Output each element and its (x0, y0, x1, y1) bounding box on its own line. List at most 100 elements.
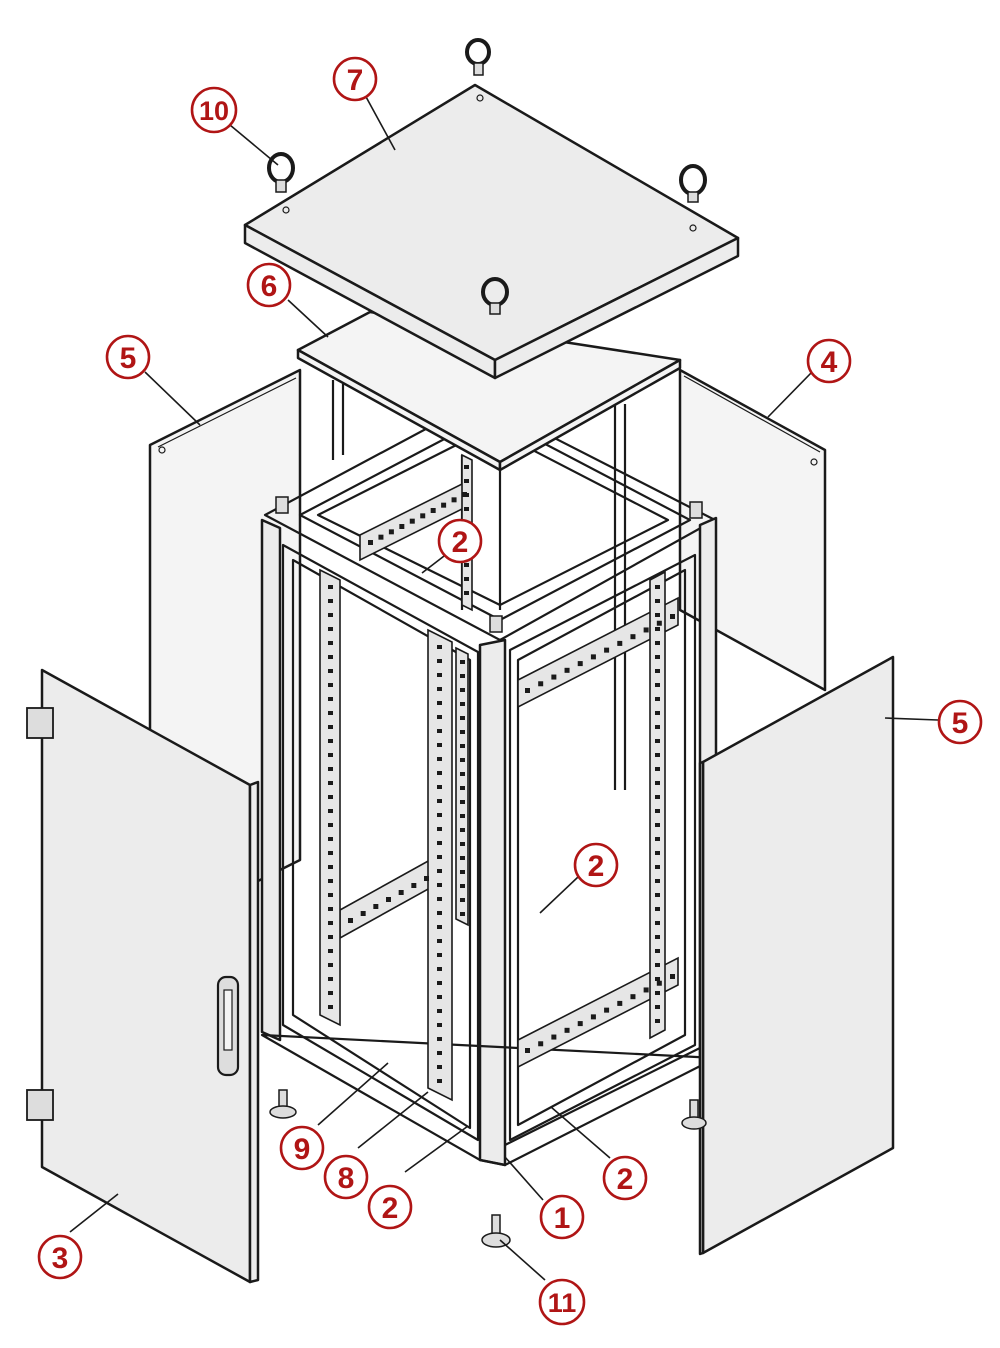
callout-11-label: 11 (548, 1288, 577, 1318)
rail-slot (655, 669, 660, 673)
rail-slot (437, 1065, 442, 1069)
callout-3-label: 3 (52, 1242, 69, 1275)
rail-slot (460, 660, 465, 664)
rail-slot (437, 897, 442, 901)
rail-slot (328, 795, 333, 799)
rail-slot (460, 814, 465, 818)
rail-slot (328, 851, 333, 855)
rail-slot (437, 841, 442, 845)
rail-slot (464, 577, 469, 581)
rail-slot (437, 687, 442, 691)
rail-slot (655, 977, 660, 981)
callout-3: 3 (37, 1234, 83, 1280)
rail-slot (655, 949, 660, 953)
rail-slot (437, 1023, 442, 1027)
leader-lines (69, 94, 939, 1281)
rail-slot (437, 953, 442, 957)
rail-slot (437, 1009, 442, 1013)
rail-slot (437, 715, 442, 719)
rail-slot (655, 893, 660, 897)
rail-slot (464, 507, 469, 511)
rail-slot (460, 730, 465, 734)
rail-slot (437, 855, 442, 859)
callout-5a: 5 (105, 334, 151, 380)
rail-slot (464, 479, 469, 483)
rail-slot (630, 634, 636, 640)
rail-slot (655, 851, 660, 855)
rail-slot (655, 991, 660, 995)
rail-slot (655, 613, 660, 617)
rail-slot (437, 939, 442, 943)
rail-slot (437, 785, 442, 789)
rail-slot (328, 781, 333, 785)
rail-slot (437, 1079, 442, 1083)
rail-slot (604, 1007, 610, 1013)
rail-slot (328, 837, 333, 841)
leveling-foot-icon (481, 1214, 511, 1248)
rail-slot (577, 1021, 583, 1027)
rail-slot (590, 654, 596, 660)
rail-slot (460, 688, 465, 692)
rail-slot (525, 688, 530, 693)
callout-4-label: 4 (821, 346, 838, 379)
rail-slot (655, 865, 660, 869)
frame-corner-caps (275, 496, 703, 633)
rail-slot (328, 823, 333, 827)
rail-slot (460, 828, 465, 832)
eye-bolts (267, 38, 707, 315)
callout-2d: 2 (367, 1184, 413, 1230)
rail-slot (655, 725, 660, 729)
rail-slot (328, 725, 333, 729)
rail-slot (655, 1019, 660, 1023)
rail-slot (437, 925, 442, 929)
rail-slot (670, 614, 675, 619)
rail-slot (604, 647, 610, 653)
rail-slot (655, 823, 660, 827)
rail-slot (655, 963, 660, 967)
callout-2c: 2 (602, 1155, 648, 1201)
rail-slot (437, 673, 442, 677)
rail-slot (643, 987, 649, 993)
rail-slot (328, 627, 333, 631)
rail-slot (655, 1005, 660, 1009)
rail-slot (328, 963, 333, 967)
rail-slot (411, 883, 417, 888)
rail-slot (328, 711, 333, 715)
rail-slot (460, 800, 465, 804)
rail-slot (656, 980, 662, 986)
callout-8-label: 8 (338, 1162, 355, 1195)
rail-slot (437, 813, 442, 817)
rail-slot (437, 869, 442, 873)
rail-slot (670, 974, 675, 979)
rail-slot (328, 935, 333, 939)
rail-slot (441, 502, 447, 508)
rail-slot (328, 865, 333, 869)
rail-slot (655, 837, 660, 841)
rail-slot (525, 1048, 530, 1053)
rail-slot (451, 497, 457, 503)
rail-slot (551, 1034, 557, 1040)
callout-6: 6 (246, 262, 292, 308)
rail-slot (368, 540, 373, 545)
callout-5a-label: 5 (120, 342, 137, 375)
rail-slot (655, 753, 660, 757)
eye-bolt-icon (267, 152, 295, 193)
rail-slot (437, 743, 442, 747)
callout-4: 4 (806, 338, 852, 384)
rail-slot (328, 697, 333, 701)
callout-9: 9 (279, 1125, 325, 1171)
rail-slot (460, 898, 465, 902)
callout-5b-label: 5 (952, 707, 969, 740)
callout-6-label: 6 (261, 270, 278, 303)
rail-slot (655, 641, 660, 645)
rail-slot (328, 585, 333, 589)
rail-slot (655, 697, 660, 701)
rail-slot (437, 701, 442, 705)
rail-slot (388, 529, 394, 535)
rail-slot (655, 767, 660, 771)
rail-slot (378, 534, 384, 540)
rail-slot (328, 907, 333, 911)
rail-slot (564, 667, 570, 673)
rail-slot (655, 739, 660, 743)
